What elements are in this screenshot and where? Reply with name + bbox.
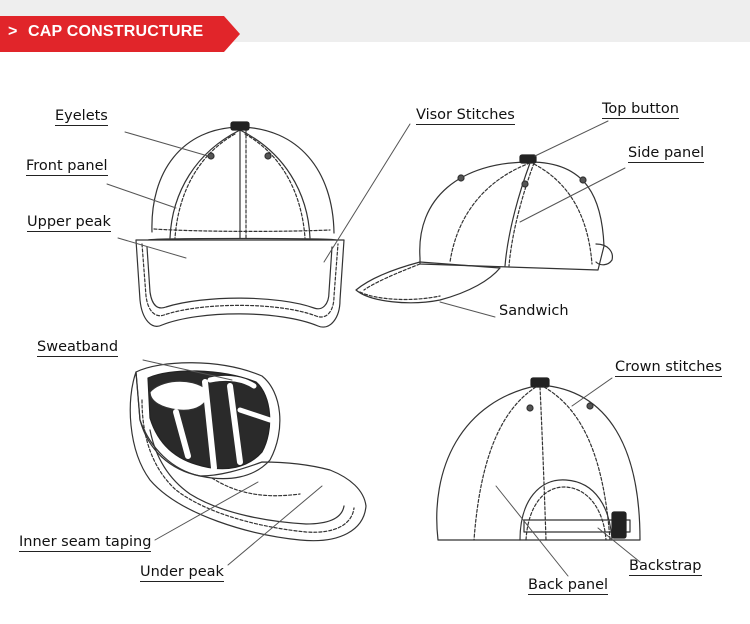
chevron-right-icon: > bbox=[8, 23, 18, 40]
label-crown-stitches: Crown stitches bbox=[615, 359, 722, 377]
label-sandwich: Sandwich bbox=[499, 303, 569, 319]
label-under-peak: Under peak bbox=[140, 564, 224, 582]
label-inner-seam-taping: Inner seam taping bbox=[19, 534, 152, 552]
cap-back-view bbox=[436, 377, 641, 541]
page-title: CAP CONSTRUCTURE bbox=[28, 23, 204, 40]
label-upper-peak: Upper peak bbox=[27, 214, 111, 232]
label-top-button: Top button bbox=[602, 101, 679, 119]
cap-side-view bbox=[355, 154, 613, 304]
title-tab-shape bbox=[0, 16, 240, 52]
cap-front-view bbox=[135, 121, 345, 328]
title-tab: > CAP CONSTRUCTURE bbox=[0, 16, 240, 52]
cap-underside-view bbox=[129, 362, 367, 542]
label-back-panel: Back panel bbox=[528, 577, 609, 595]
label-visor-stitches: Visor Stitches bbox=[416, 107, 515, 125]
label-sweatband: Sweatband bbox=[37, 339, 119, 357]
label-eyelets: Eyelets bbox=[55, 108, 108, 126]
label-front-panel: Front panel bbox=[26, 158, 108, 176]
label-side-panel: Side panel bbox=[628, 145, 705, 163]
leader-lines bbox=[106, 120, 641, 577]
cap-diagram bbox=[106, 120, 641, 577]
label-backstrap: Backstrap bbox=[629, 558, 702, 576]
